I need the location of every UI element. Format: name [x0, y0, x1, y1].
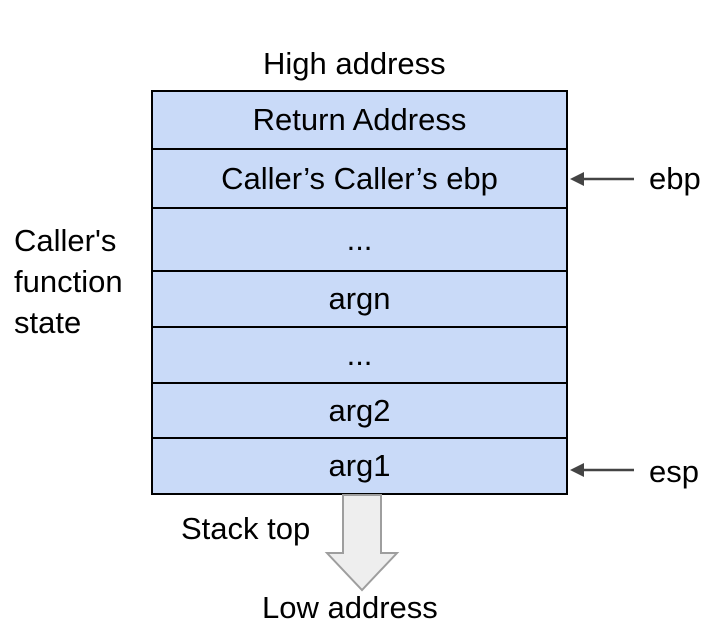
stack-top-label: Stack top — [181, 511, 311, 546]
high-address-label: High address — [263, 46, 446, 81]
slot-argn: argn — [153, 272, 566, 328]
ebp-pointer-arrow — [570, 172, 634, 186]
callers-function-state-label: Caller's function state — [14, 223, 123, 340]
esp-label: esp — [649, 454, 699, 489]
slot-ellipsis-lower: ... — [153, 328, 566, 384]
slot-ellipsis-upper: ... — [153, 209, 566, 272]
slot-arg1: arg1 — [328, 448, 391, 483]
slot-return-address: Return Address — [153, 92, 566, 150]
low-address-label: Low address — [262, 590, 438, 625]
esp-pointer-arrow — [570, 463, 634, 477]
slot-callers-callers-ebp: Caller’s Caller’s ebp — [153, 150, 566, 209]
ebp-label: ebp — [649, 161, 701, 196]
slot-arg2: arg2 — [153, 384, 566, 439]
stack-growth-down-arrow — [324, 494, 400, 592]
stack-frame: Return Address Caller’s Caller’s ebp ...… — [151, 90, 568, 495]
